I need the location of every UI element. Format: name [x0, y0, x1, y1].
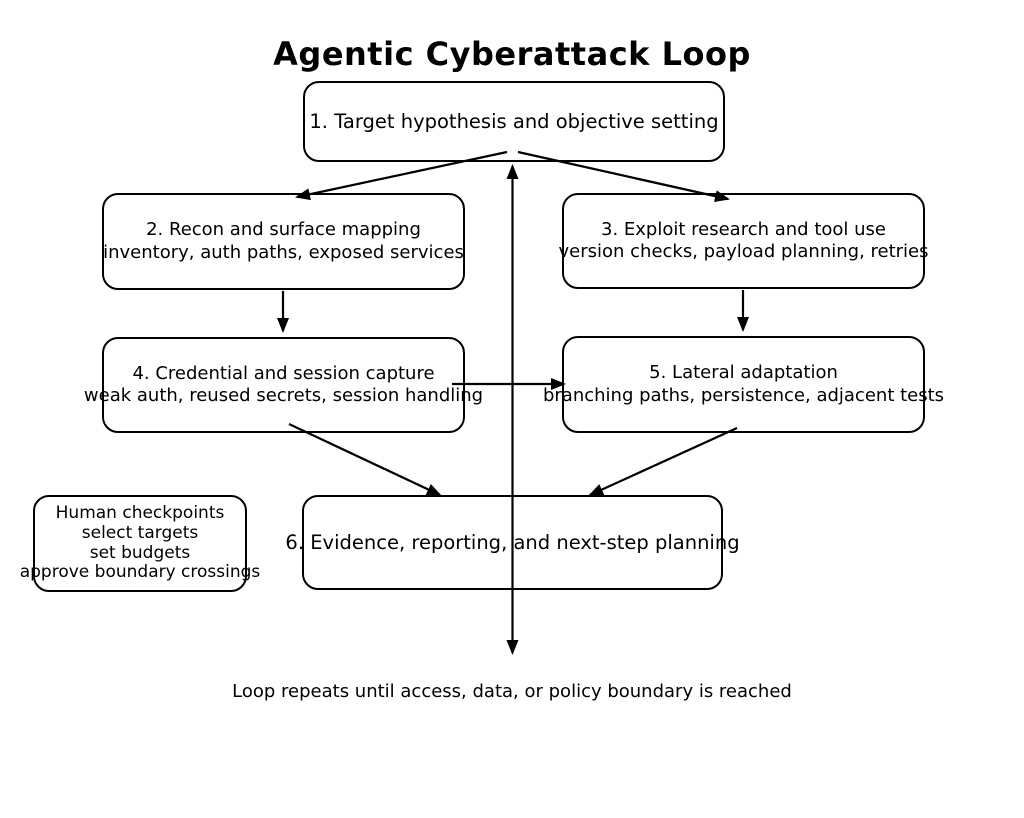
- box-step5-lateral-adaptation: 5. Lateral adaptation branching paths, p…: [543, 336, 944, 433]
- arrow-step1-to-step2: [295, 150, 508, 201]
- human-checkpoints-item-set-budgets: set budgets: [89, 542, 191, 563]
- box-step4-credential-session-capture: 4. Credential and session capture weak a…: [84, 337, 483, 433]
- box-step3-detail: version checks, payload planning, retrie…: [558, 241, 929, 262]
- box-step4-detail: weak auth, reused secrets, session handl…: [83, 385, 484, 406]
- box-step3-title: 3. Exploit research and tool use: [601, 218, 886, 240]
- box-step2-detail: inventory, auth paths, exposed services: [103, 241, 464, 263]
- arrow-step5-to-step6: [588, 426, 738, 497]
- arrow-step4-to-step6: [288, 423, 442, 496]
- box-step2-title: 2. Recon and surface mapping: [146, 219, 421, 240]
- box-human-checkpoints: Human checkpoints select targets set bud…: [20, 495, 260, 592]
- box-step1-target-hypothesis: 1. Target hypothesis and objective setti…: [303, 81, 725, 162]
- box-step2-recon-surface-mapping: 2. Recon and surface mapping inventory, …: [102, 193, 465, 290]
- box-step6-label: 6. Evidence, reporting, and next-step pl…: [285, 530, 740, 554]
- box-step5-detail: branching paths, persistence, adjacent t…: [542, 384, 945, 406]
- human-checkpoints-item-select-targets: select targets: [81, 522, 199, 543]
- box-step3-exploit-research: 3. Exploit research and tool use version…: [559, 193, 929, 289]
- arrow-step1-to-step3: [517, 150, 730, 203]
- loop-repeat-note: Loop repeats until access, data, or poli…: [232, 681, 792, 702]
- box-step5-title: 5. Lateral adaptation: [649, 362, 838, 383]
- box-step1-label: 1. Target hypothesis and objective setti…: [309, 109, 719, 133]
- box-step4-title: 4. Credential and session capture: [132, 362, 435, 384]
- box-step6-evidence-reporting: 6. Evidence, reporting, and next-step pl…: [285, 495, 740, 590]
- human-checkpoints-item-approve-crossings: approve boundary crossings: [19, 562, 261, 583]
- human-checkpoints-title: Human checkpoints: [55, 503, 225, 524]
- diagram-title: Agentic Cyberattack Loop: [273, 35, 751, 73]
